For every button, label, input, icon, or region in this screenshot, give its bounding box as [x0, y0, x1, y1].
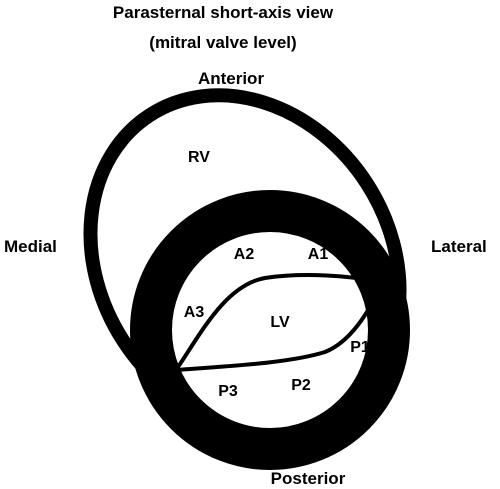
label-a2: A2 [234, 246, 255, 263]
posterior-mitral-leaflet [174, 280, 385, 372]
label-p2: P2 [291, 377, 311, 394]
label-p3: P3 [218, 383, 238, 400]
label-p1: P1 [350, 339, 370, 356]
label-a3: A3 [184, 304, 205, 321]
label-lv: LV [270, 314, 290, 331]
anterior-mitral-leaflet [174, 273, 385, 372]
label-posterior: Posterior [271, 469, 346, 488]
label-rv: RV [188, 149, 210, 166]
label-medial: Medial [4, 237, 57, 256]
label-lateral: Lateral [431, 237, 487, 256]
label-anterior: Anterior [198, 69, 265, 88]
left-ventricle-wall [130, 190, 410, 470]
label-a1: A1 [308, 246, 329, 263]
title-line-2: (mitral valve level) [149, 33, 296, 52]
title-line-1: Parasternal short-axis view [113, 3, 334, 22]
